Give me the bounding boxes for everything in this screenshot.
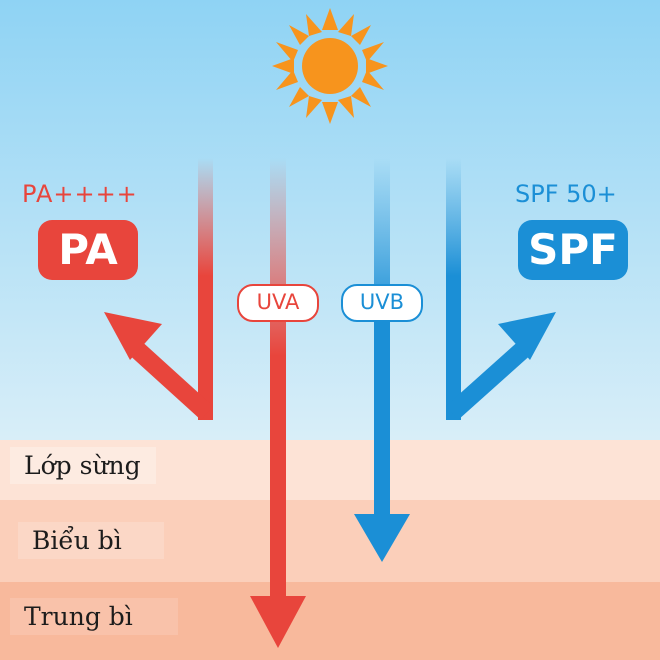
uvb-penetrating-arrow-icon — [354, 158, 410, 562]
uva-penetrating-arrow-icon — [250, 158, 306, 648]
pa-rating-label: PA++++ — [22, 180, 138, 208]
skin-layer-dermis — [0, 582, 660, 660]
layer-label-dermis: Trung bì — [10, 598, 178, 635]
spf-rating-label: SPF 50+ — [515, 180, 617, 208]
layer-label-epidermis: Biểu bì — [18, 522, 164, 559]
skin-layer-stratum-corneum — [0, 440, 660, 500]
uva-label: UVA — [237, 284, 319, 322]
spf-badge: SPF — [518, 220, 628, 280]
uvb-reflected-arrow-icon — [446, 158, 556, 420]
layer-label-stratum-corneum: Lớp sừng — [10, 447, 156, 484]
uvb-label: UVB — [341, 284, 423, 322]
pa-badge: PA — [38, 220, 138, 280]
skin-layer-epidermis — [0, 500, 660, 582]
sun-icon — [272, 8, 388, 124]
uva-reflected-arrow-icon — [104, 158, 213, 420]
